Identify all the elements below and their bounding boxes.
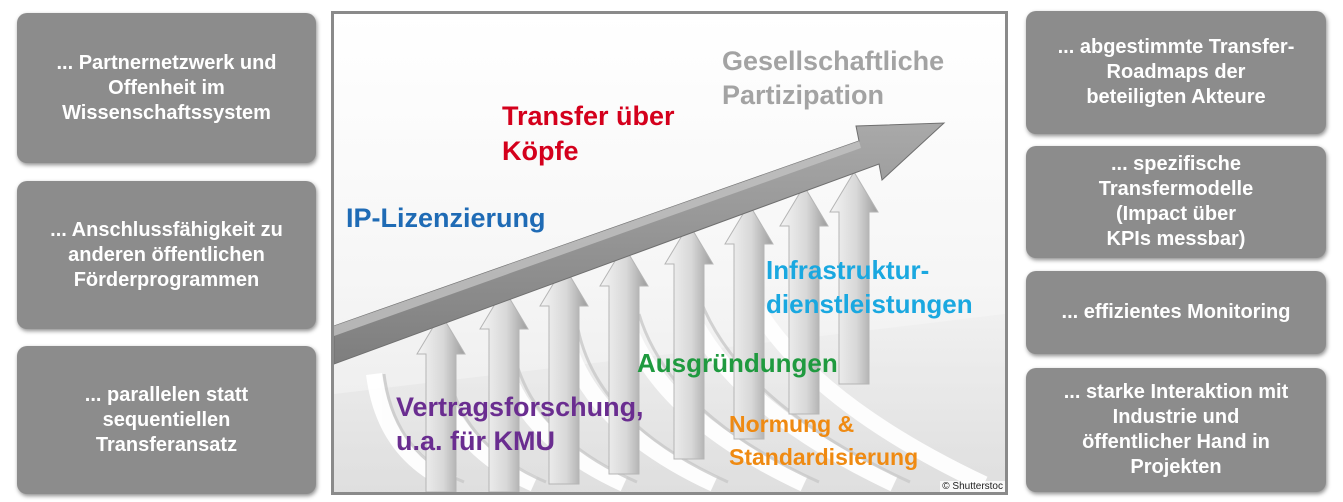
left-box-parallelen-text: ... parallelen statt sequentiellen Trans… (85, 383, 248, 458)
right-box-interaktion: ... starke Interaktion mit Industrie und… (1026, 368, 1326, 492)
left-box-anschlussfaehigkeit-text: ... Anschlussfähigkeit zu anderen öffent… (50, 218, 283, 293)
label-gesellschaftliche-partizipation: Gesellschaftliche Partizipation (722, 44, 944, 112)
left-box-partnernetzwerk-text: ... Partnernetzwerk und Offenheit im Wis… (56, 51, 276, 126)
label-vertragsforschung: Vertragsforschung, u.a. für KMU (396, 390, 644, 458)
left-box-partnernetzwerk: ... Partnernetzwerk und Offenheit im Wis… (17, 13, 316, 163)
right-box-monitoring: ... effizientes Monitoring (1026, 271, 1326, 354)
label-normung-standardisierung: Normung & Standardisierung (729, 408, 918, 474)
image-copyright: © Shutterstoc (940, 481, 1005, 492)
right-box-transfermodelle: ... spezifische Transfermodelle (Impact … (1026, 146, 1326, 258)
label-ausgruendungen: Ausgründungen (637, 347, 838, 379)
label-ip-lizenzierung: IP-Lizenzierung (346, 201, 546, 235)
right-box-monitoring-text: ... effizientes Monitoring (1062, 300, 1291, 325)
right-box-interaktion-text: ... starke Interaktion mit Industrie und… (1064, 380, 1289, 480)
right-box-transfer-roadmaps-text: ... abgestimmte Transfer- Roadmaps der b… (1058, 35, 1295, 110)
label-infrastrukturdienstleistungen: Infrastruktur- dienstleistungen (766, 253, 973, 321)
left-box-anschlussfaehigkeit: ... Anschlussfähigkeit zu anderen öffent… (17, 181, 316, 329)
left-box-parallelen: ... parallelen statt sequentiellen Trans… (17, 346, 316, 494)
center-image-panel: Gesellschaftliche Partizipation Transfer… (331, 11, 1008, 495)
right-box-transfer-roadmaps: ... abgestimmte Transfer- Roadmaps der b… (1026, 11, 1326, 134)
right-box-transfermodelle-text: ... spezifische Transfermodelle (Impact … (1099, 152, 1254, 252)
label-transfer-ueber-koepfe: Transfer über Köpfe (502, 99, 675, 169)
